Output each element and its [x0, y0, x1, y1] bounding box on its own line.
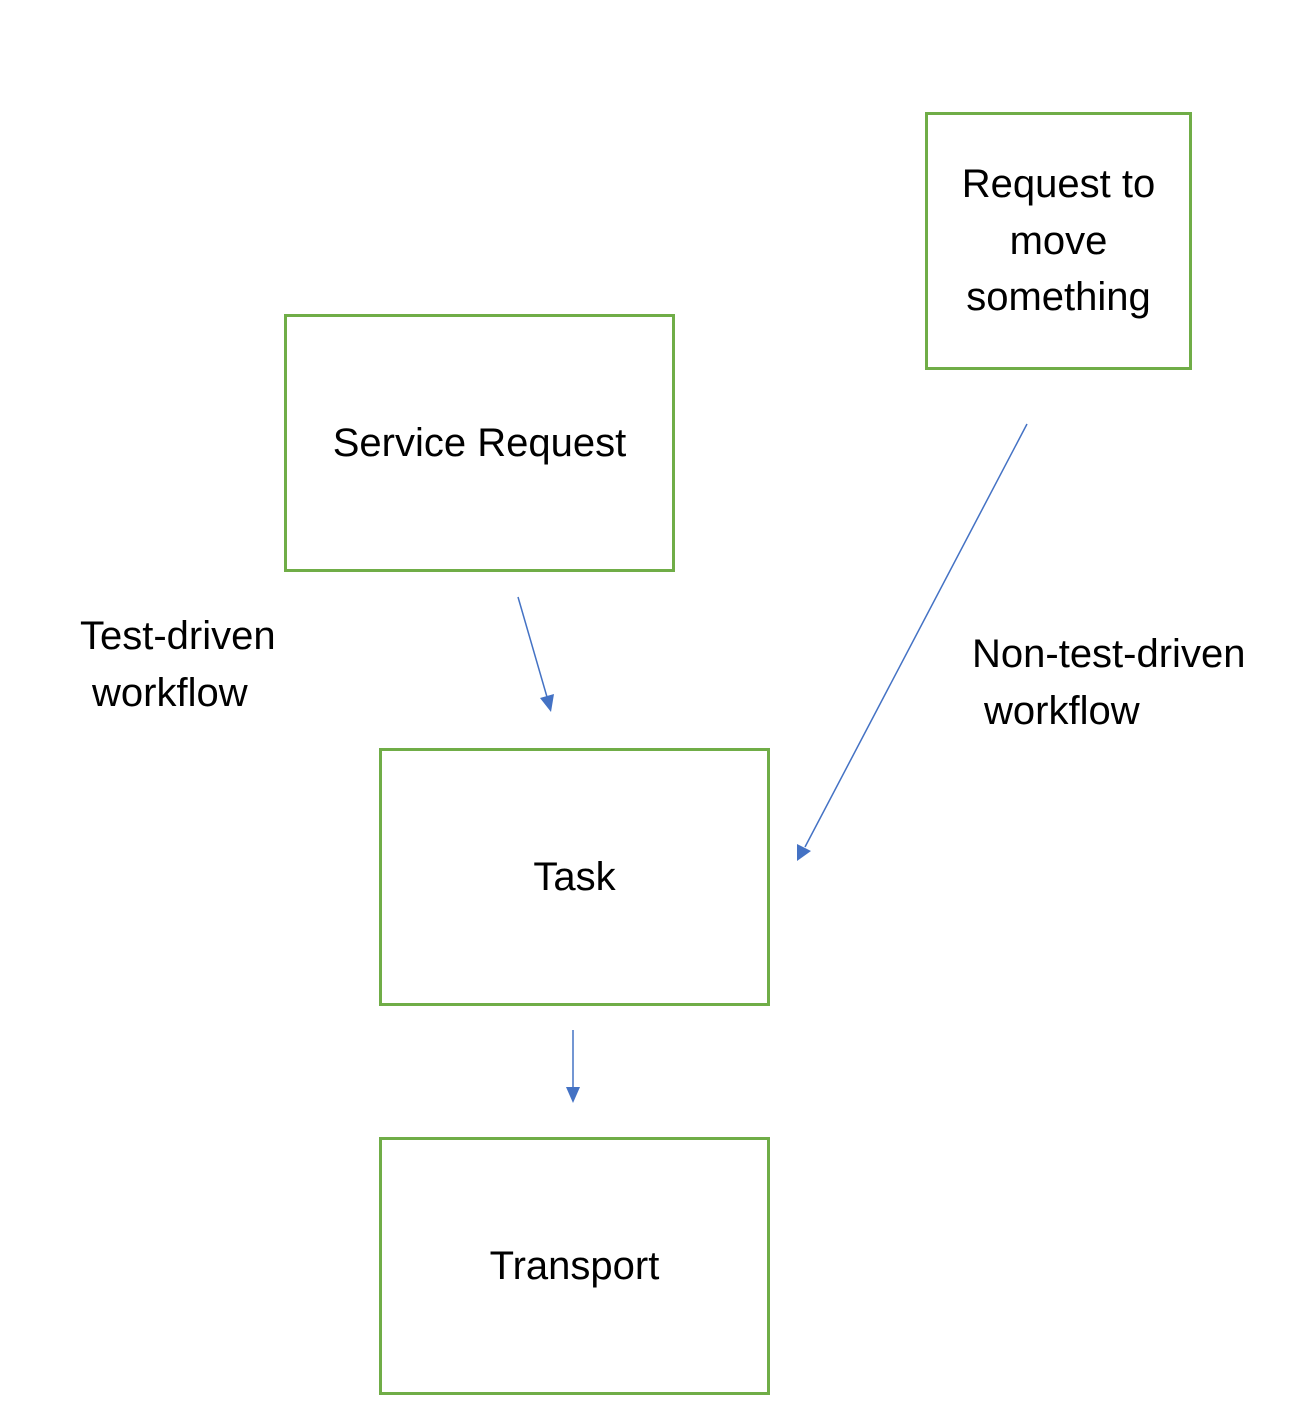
test-driven-workflow-label: Test-driven workflow [80, 608, 276, 722]
non-test-driven-line-2: workflow [984, 689, 1140, 733]
service-request-node: Service Request [284, 314, 675, 572]
non-test-driven-line-1: Non-test-driven [972, 632, 1246, 676]
task-node: Task [379, 748, 770, 1006]
transport-label: Transport [489, 1243, 660, 1288]
service-request-label: Service Request [332, 420, 627, 465]
request-to-move-node: Request to move something [925, 112, 1192, 370]
non-test-driven-workflow-label: Non-test-driven workflow [972, 626, 1245, 740]
test-driven-line-1: Test-driven [80, 614, 276, 658]
request-to-move-label: Request to move something [961, 161, 1156, 320]
arrow-task-to-transport [566, 1030, 580, 1103]
transport-node: Transport [379, 1137, 770, 1395]
test-driven-line-2: workflow [92, 671, 248, 715]
arrow-service-request-to-task [517, 596, 554, 712]
task-label: Task [533, 854, 616, 899]
